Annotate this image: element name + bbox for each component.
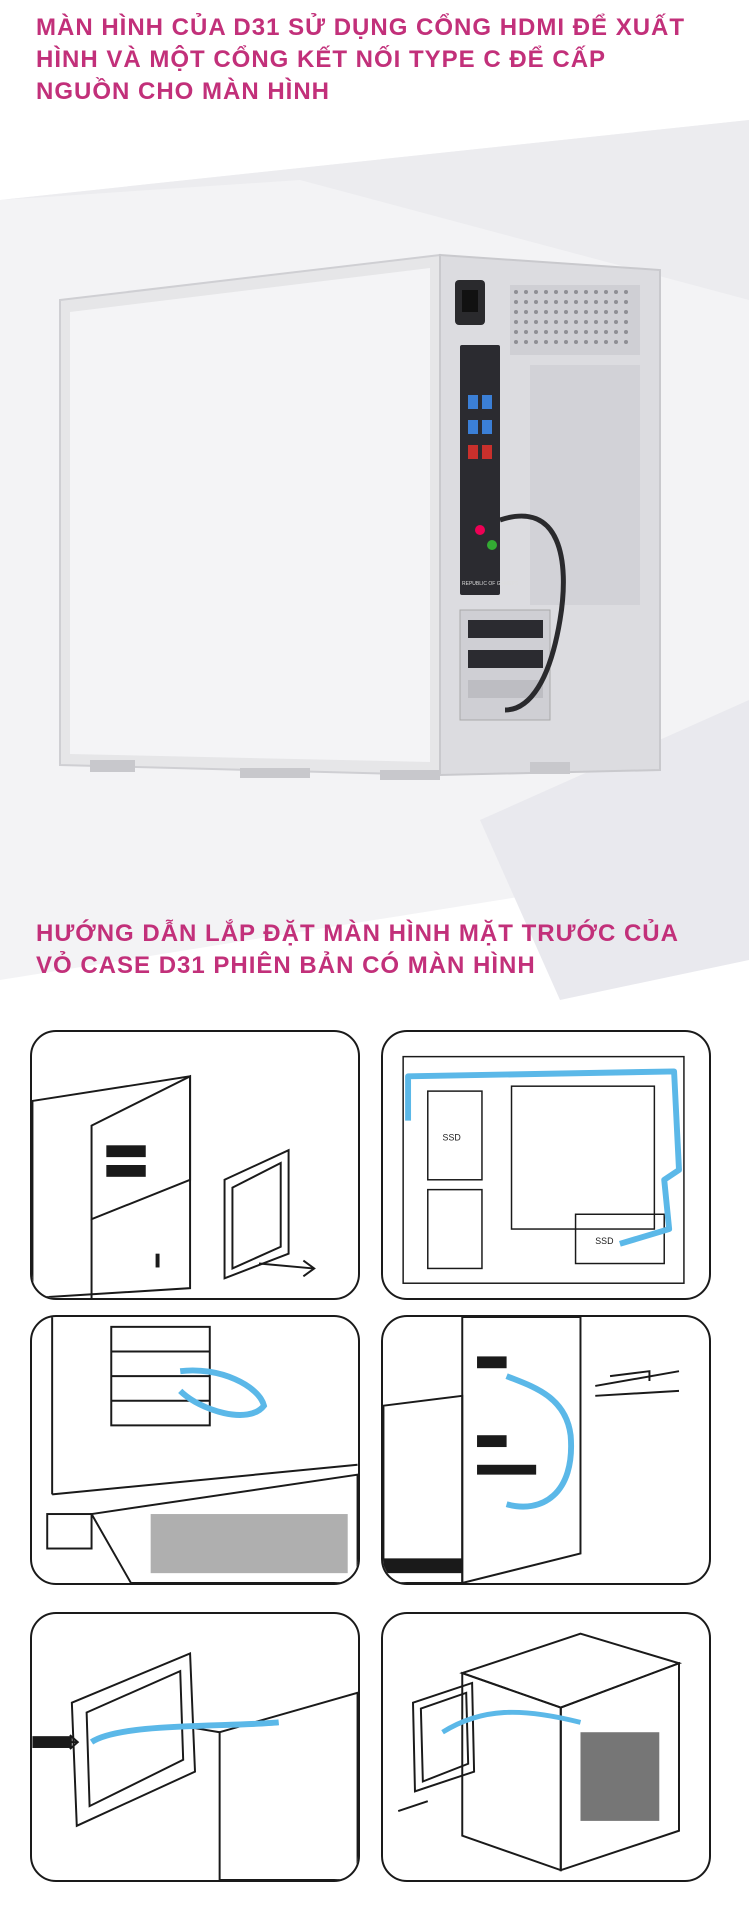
step-3-illustration <box>46 1317 358 1583</box>
title-line: NGUỒN CHO MÀN HÌNH <box>36 78 330 105</box>
board-label: REPUBLIC OF GAMERS <box>462 581 519 587</box>
step-5-panel <box>30 1612 360 1882</box>
step-6-panel <box>381 1612 711 1882</box>
title-line: MÀN HÌNH CỦA D31 SỬ DỤNG CỔNG HDMI ĐỂ XU… <box>36 14 686 41</box>
step-6-illustration <box>397 1632 683 1872</box>
section-title-hdmi: MÀN HÌNH CỦA D31 SỬ DỤNG CỔNG HDMI ĐỂ XU… <box>36 12 685 108</box>
step-3-panel <box>30 1315 360 1585</box>
step-1-panel <box>30 1030 360 1300</box>
step-1-illustration <box>32 1074 316 1298</box>
title-line: VỎ CASE D31 PHIÊN BẢN CÓ MÀN HÌNH <box>36 952 536 979</box>
step-4-illustration <box>383 1317 680 1583</box>
ssd-label: SSD <box>595 1236 613 1246</box>
section-title-install-guide: HƯỚNG DẪN LẮP ĐẶT MÀN HÌNH MẶT TRƯỚC CỦA… <box>36 918 679 982</box>
step-2-illustration: SSD SSD <box>402 1055 685 1284</box>
step-2-panel: SSD SSD <box>381 1030 711 1300</box>
step-5-illustration <box>32 1651 358 1880</box>
title-line: HƯỚNG DẪN LẮP ĐẶT MÀN HÌNH MẶT TRƯỚC CỦA <box>36 920 679 947</box>
step-4-panel <box>381 1315 711 1585</box>
ssd-label: SSD <box>443 1132 461 1142</box>
title-line: HÌNH VÀ MỘT CỔNG KẾT NỐI TYPE C ĐỂ CẤP <box>36 46 607 73</box>
case-rear-photo: REPUBLIC OF GAMERS <box>59 253 661 780</box>
